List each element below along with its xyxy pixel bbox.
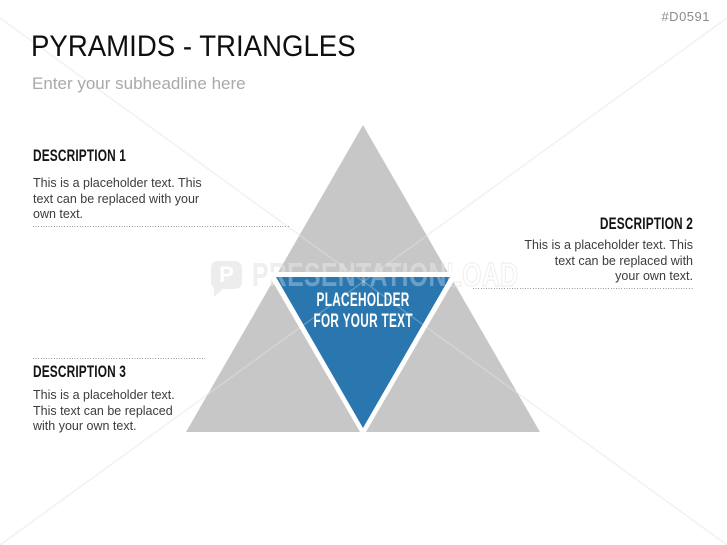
description-2-body[interactable]: This is a placeholder text. This text ca… (524, 238, 693, 283)
logo-letter: P (219, 262, 234, 287)
presentationload-logo-icon: P (211, 261, 242, 297)
slide-code: #D0591 (661, 9, 710, 24)
slide-subheadline: Enter your subheadline here (32, 74, 246, 93)
description-3-heading[interactable]: DESCRIPTION 3 (33, 362, 127, 381)
page-title: PYRAMIDS - TRIANGLES (31, 30, 356, 63)
watermark-diagonal-line-overlay (0, 17, 727, 545)
description-1-heading[interactable]: DESCRIPTION 1 (33, 146, 127, 165)
pyramid-blue-triangle[interactable] (276, 277, 450, 428)
watermark-diagonal-line-overlay (0, 17, 727, 545)
description-2-heading[interactable]: DESCRIPTION 2 (599, 214, 693, 233)
description-3-dotted-line (33, 357, 205, 359)
pyramid-placeholder-label[interactable]: PLACEHOLDER (316, 290, 410, 311)
pyramid-placeholder-label[interactable]: FOR YOUR TEXT (313, 311, 413, 332)
description-1-dotted-line (33, 225, 290, 227)
watermark-text-over: PRESENTATIONLOAD (252, 255, 519, 293)
description-1-body[interactable]: This is a placeholder text. This text ca… (33, 176, 202, 221)
description-2-dotted-line (473, 287, 693, 289)
description-3-body[interactable]: This is a placeholder text. This text ca… (33, 388, 175, 433)
